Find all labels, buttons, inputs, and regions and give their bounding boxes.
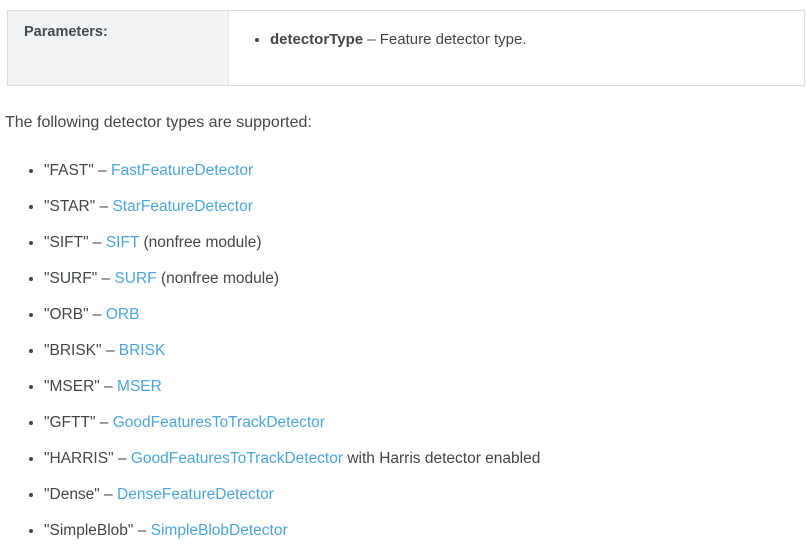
detector-link[interactable]: DenseFeatureDetector — [117, 486, 274, 503]
detector-link[interactable]: ORB — [105, 306, 140, 323]
detector-name: "SURF" — [44, 270, 98, 287]
dash: – — [88, 306, 106, 323]
detector-name: "FAST" — [44, 162, 94, 179]
dash: – — [99, 486, 118, 503]
dash: – — [95, 414, 113, 431]
parameter-description: Feature detector type. — [379, 31, 527, 48]
detector-list-item: "SimpleBlob" – SimpleBlobDetector — [44, 520, 806, 542]
parameters-label: Parameters: — [8, 11, 229, 85]
detector-list: "FAST" – FastFeatureDetector "STAR" – St… — [0, 160, 806, 542]
detector-name: "SimpleBlob" — [44, 522, 134, 539]
dash: – — [113, 450, 131, 467]
detector-link[interactable]: SURF — [114, 270, 157, 287]
parameters-table: Parameters: detectorType – Feature detec… — [7, 10, 805, 86]
detector-suffix: (nonfree module) — [139, 234, 262, 251]
detector-name: "ORB" — [44, 306, 89, 323]
intro-paragraph: The following detector types are support… — [5, 114, 312, 131]
detector-name: "HARRIS" — [44, 450, 114, 467]
detector-name: "Dense" — [44, 486, 100, 503]
detector-name: "SIFT" — [44, 234, 89, 251]
detector-link[interactable]: MSER — [117, 378, 162, 395]
dash: – — [133, 522, 151, 539]
detector-link[interactable]: GoodFeaturesToTrackDetector — [112, 414, 325, 431]
detector-list-item: "SIFT" – SIFT (nonfree module) — [44, 232, 806, 254]
detector-list-item: "GFTT" – GoodFeaturesToTrackDetector — [44, 412, 806, 434]
detector-list-item: "STAR" – StarFeatureDetector — [44, 196, 806, 218]
detector-list-item: "MSER" – MSER — [44, 376, 806, 398]
detector-link[interactable]: SimpleBlobDetector — [150, 522, 288, 539]
dash: – — [93, 162, 111, 179]
detector-link[interactable]: GoodFeaturesToTrackDetector — [130, 450, 344, 467]
detector-link[interactable]: StarFeatureDetector — [112, 198, 253, 215]
detector-link[interactable]: FastFeatureDetector — [111, 162, 254, 179]
dash: – — [95, 198, 113, 215]
detector-list-item: "BRISK" – BRISK — [44, 340, 806, 362]
parameter-item-list: detectorType – Feature detector type. — [243, 29, 792, 50]
detector-link[interactable]: SIFT — [105, 234, 140, 251]
detector-name: "BRISK" — [44, 342, 102, 359]
dash: – — [88, 234, 106, 251]
parameter-item: detectorType – Feature detector type. — [270, 29, 792, 50]
detector-list-item: "Dense" – DenseFeatureDetector — [44, 484, 806, 506]
detector-list-item: "HARRIS" – GoodFeaturesToTrackDetector w… — [44, 448, 806, 470]
dash: – — [363, 31, 380, 48]
detector-link[interactable]: BRISK — [118, 342, 166, 359]
detector-list-item: "SURF" – SURF (nonfree module) — [44, 268, 806, 290]
detector-name: "STAR" — [44, 198, 96, 215]
dash: – — [101, 342, 119, 359]
detector-list-item: "ORB" – ORB — [44, 304, 806, 326]
detector-suffix: (nonfree module) — [156, 270, 279, 287]
dash: – — [97, 270, 115, 287]
parameter-name: detectorType — [270, 31, 364, 48]
parameters-body: detectorType – Feature detector type. — [229, 11, 804, 85]
detector-suffix: with Harris detector enabled — [343, 450, 541, 467]
detector-name: "MSER" — [44, 378, 100, 395]
detector-list-item: "FAST" – FastFeatureDetector — [44, 160, 806, 182]
dash: – — [99, 378, 118, 395]
detector-name: "GFTT" — [44, 414, 96, 431]
